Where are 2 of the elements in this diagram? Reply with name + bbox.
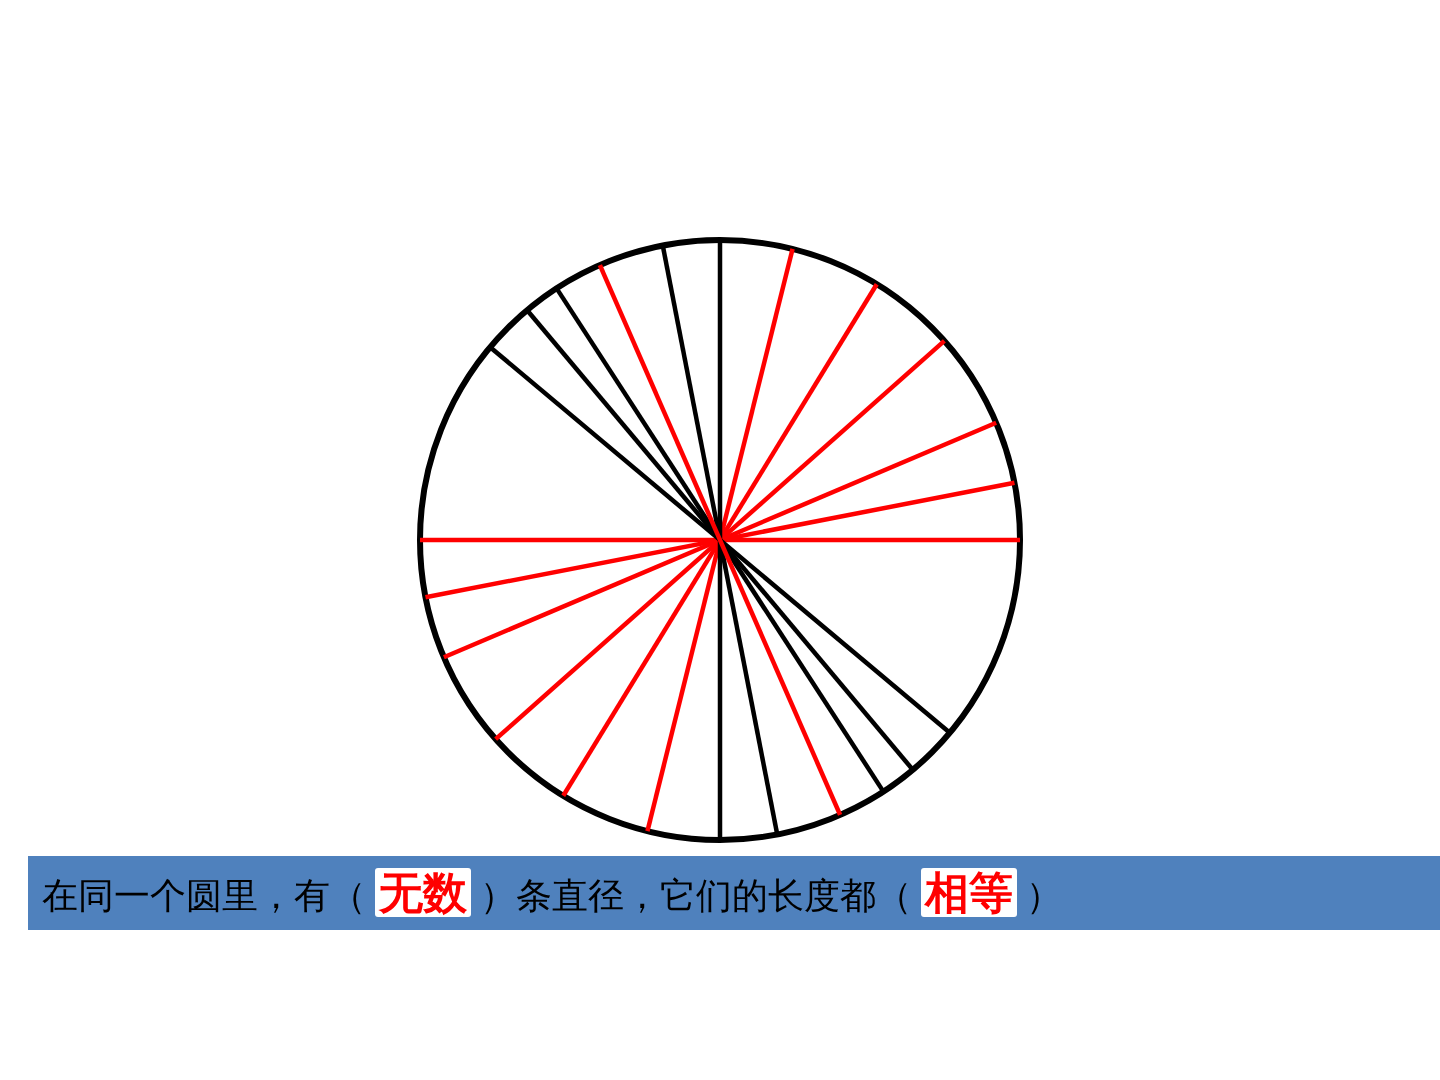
- statement-text: 在同一个圆里，有（ 无数 ）条直径，它们的长度都（ 相等 ）: [42, 866, 1062, 919]
- caption-banner: [28, 856, 1440, 930]
